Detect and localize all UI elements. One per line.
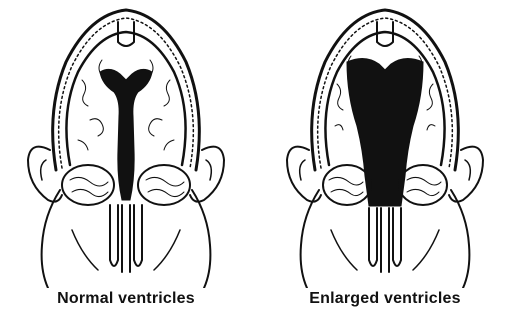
gyrus-line [90, 119, 103, 136]
gyrus-line [164, 80, 170, 106]
right-cheek-line [154, 230, 180, 270]
right-ear-inner [465, 160, 470, 180]
gyrus-line [82, 80, 88, 106]
spinal-canal-left [110, 205, 118, 266]
left-ear-inner [41, 160, 46, 180]
right-cerebellum [138, 165, 190, 205]
normal-ventricle [100, 69, 152, 200]
left-cerebellum [62, 165, 114, 205]
gyrus-line [164, 140, 174, 150]
spinal-cord [381, 208, 389, 272]
left-hand-outline [42, 190, 60, 288]
left-cheek-line [331, 230, 357, 270]
normal-brain-illustration [2, 0, 250, 288]
gyrus-line [427, 125, 435, 130]
left-ear-inner [300, 160, 305, 180]
right-cheek-line [413, 230, 439, 270]
gyrus-line [78, 140, 88, 150]
enlarged-ventricle [347, 58, 423, 206]
gyrus-line [149, 119, 162, 136]
right-ear-inner [206, 160, 211, 180]
right-hand-outline [451, 190, 469, 288]
spinal-canal-right [393, 208, 401, 266]
gyrus-line [337, 84, 343, 110]
left-cheek-line [72, 230, 98, 270]
gyrus-line [335, 125, 343, 130]
spinal-cord [122, 205, 130, 272]
right-cerebellum-folia [407, 177, 441, 195]
left-cerebellum-folia [329, 177, 363, 195]
enlarged-ventricles-caption: Enlarged ventricles [261, 290, 509, 308]
normal-ventricles-caption: Normal ventricles [2, 290, 250, 308]
spinal-canal-left [369, 208, 377, 266]
spinal-canal-right [134, 205, 142, 266]
gyrus-line [427, 84, 433, 110]
enlarged-brain-figure: Enlarged ventricles [261, 0, 509, 321]
right-cerebellum-folia [146, 177, 184, 196]
left-cerebellum [323, 165, 371, 205]
enlarged-brain-illustration [261, 0, 509, 288]
left-cerebellum-folia [70, 177, 108, 196]
right-hand-outline [192, 190, 210, 288]
right-cerebellum [399, 165, 447, 205]
left-hand-outline [301, 190, 319, 288]
normal-brain-figure: Normal ventricles [2, 0, 250, 321]
